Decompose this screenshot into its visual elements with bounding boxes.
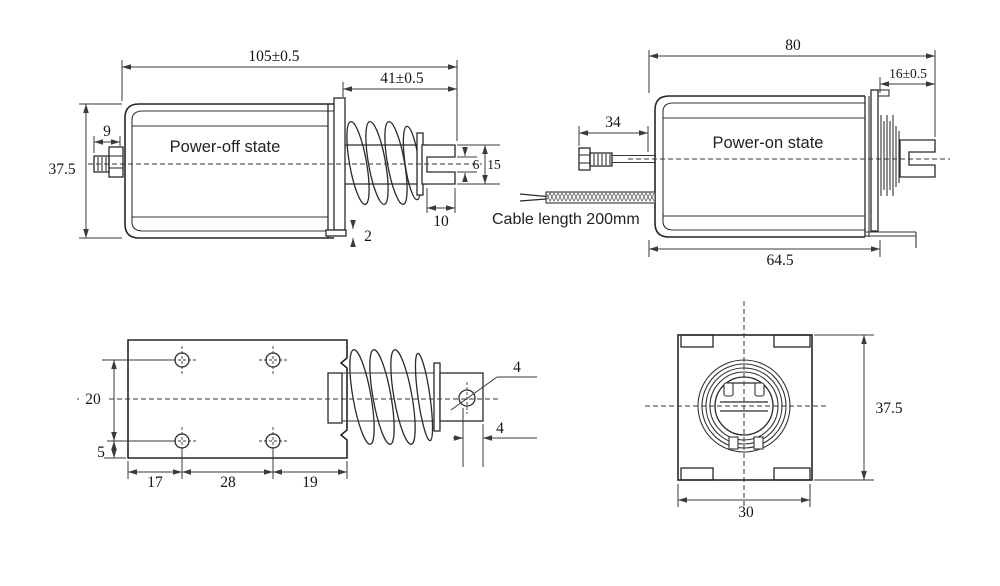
screw-protrusion-dim: 9: [103, 123, 111, 140]
bracket-thickness-dim: 2: [364, 228, 372, 245]
compressed-spring: [880, 115, 900, 196]
hole-edge-offset-dim: 5: [97, 444, 105, 461]
dimensions-power-on: 80 16±0.5 34 64.5: [578, 37, 936, 269]
plunger-fork-on: [899, 139, 936, 178]
adjust-screw-on: [578, 147, 656, 171]
return-spring: [346, 120, 422, 206]
front-view: 37.5 30: [645, 301, 903, 521]
overall-length-dim: 105±0.5: [248, 48, 299, 65]
mounting-plate: [127, 339, 348, 459]
frame-tabs: [680, 334, 811, 481]
solenoid-body: [124, 97, 347, 239]
hole-col-right-dim: 19: [302, 474, 318, 491]
power-off-state-label: Power-off state: [170, 138, 281, 156]
dimensions-power-off: 105±0.5 41±0.5 37.5 9 6 15 10: [48, 48, 501, 247]
power-on-state-label: Power-on state: [713, 134, 824, 152]
body-length-dim: 64.5: [766, 252, 793, 269]
dimensions-bottom: 20 5 17 28 19 4 4: [79, 359, 537, 491]
mounting-holes: [168, 346, 287, 455]
power-on-view: 80 16±0.5 34 64.5 Power-on state Cable l…: [492, 37, 950, 269]
adjust-screw: [93, 146, 124, 178]
end-plate-edge: [327, 372, 343, 424]
overall-length-on-dim: 80: [785, 37, 801, 54]
plunger-fork: [421, 144, 456, 185]
frame-outline: [677, 334, 813, 481]
hole-col-left-dim: 17: [147, 474, 163, 491]
bottom-view: 20 5 17 28 19 4 4: [77, 339, 537, 491]
power-off-view: 105±0.5 41±0.5 37.5 9 6 15 10: [48, 48, 501, 247]
front-width-dim: 30: [738, 504, 754, 521]
front-height-dim: 37.5: [875, 400, 902, 417]
hole-row-spacing-dim: 20: [85, 391, 101, 408]
travel-section-dim: 41±0.5: [380, 70, 424, 87]
body-height-dim: 37.5: [48, 161, 75, 178]
dimensions-front: 37.5 30: [677, 334, 903, 521]
plunger-extension-dim: 16±0.5: [889, 66, 927, 81]
screw-length-dim: 34: [605, 114, 621, 131]
hole-diameter-dim: 4: [513, 359, 521, 376]
hole-to-tip-dim: 4: [496, 420, 504, 437]
slot-width-dim: 6: [473, 157, 480, 172]
cable-length-note: Cable length 200mm: [492, 211, 640, 228]
cable: [519, 191, 656, 204]
solenoid-body-on: [654, 89, 917, 248]
return-spring-bottom: [349, 349, 434, 445]
hole-col-middle-dim: 28: [220, 474, 236, 491]
spring-washer-bottom: [433, 362, 441, 432]
slot-depth-dim: 10: [433, 213, 449, 230]
plunger-height-dim: 15: [487, 157, 501, 172]
